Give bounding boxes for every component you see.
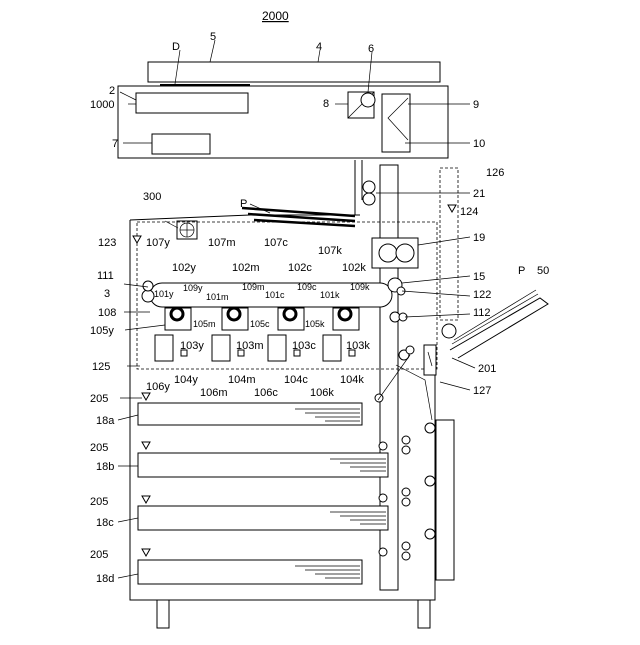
label-106c: 106c <box>254 387 278 399</box>
label-18c: 18c <box>96 517 114 529</box>
marker-124 <box>448 205 456 212</box>
manual-tray-50 <box>450 298 548 358</box>
label-125: 125 <box>92 361 110 373</box>
label-103y: 103y <box>180 340 204 352</box>
label-111: 111 <box>97 270 114 282</box>
label-106m: 106m <box>200 387 228 399</box>
label-103m: 103m <box>236 340 264 352</box>
marker-205a <box>142 393 150 400</box>
foot-left <box>157 600 169 628</box>
label-107k: 107k <box>318 245 342 257</box>
label-18d: 18d <box>96 573 114 585</box>
label-104y: 104y <box>174 374 198 386</box>
label-105c: 105c <box>250 319 270 329</box>
label-101c: 101c <box>265 290 285 300</box>
label-205a: 205 <box>90 393 108 405</box>
label-122: 122 <box>473 289 491 301</box>
label-103c: 103c <box>292 340 316 352</box>
label-21: 21 <box>473 188 485 200</box>
label-p-right: P <box>518 265 525 277</box>
label-106y: 106y <box>146 381 170 393</box>
label-109k: 109k <box>350 282 370 292</box>
label-109m: 109m <box>242 282 265 292</box>
marker-205c <box>142 496 150 503</box>
label-112: 112 <box>473 307 491 319</box>
display-1000 <box>136 93 248 113</box>
tray-18d <box>138 560 362 584</box>
label-105k: 105k <box>305 319 325 329</box>
label-104k: 104k <box>340 374 364 386</box>
label-300: 300 <box>143 191 161 203</box>
label-205d: 205 <box>90 549 108 561</box>
label-105y: 105y <box>90 325 114 337</box>
marker-205b <box>142 442 150 449</box>
dashed-unit-126 <box>440 168 458 320</box>
label-3: 3 <box>104 288 110 300</box>
label-18b: 18b <box>96 461 114 473</box>
label-7: 7 <box>112 138 118 150</box>
label-105m: 105m <box>193 319 216 329</box>
process-unit-k <box>323 308 359 361</box>
label-107y: 107y <box>146 237 170 249</box>
label-4: 4 <box>316 41 322 53</box>
label-15: 15 <box>473 271 485 283</box>
label-19: 19 <box>473 232 485 244</box>
process-unit-m <box>212 308 248 361</box>
label-201: 201 <box>478 363 496 375</box>
label-101y: 101y <box>154 289 174 299</box>
document-cover-4 <box>148 62 440 82</box>
roller-6 <box>361 93 375 107</box>
label-101m: 101m <box>206 292 229 302</box>
label-127: 127 <box>473 385 491 397</box>
label-124: 124 <box>460 206 478 218</box>
marker-205d <box>142 549 150 556</box>
label-205b: 205 <box>90 442 108 454</box>
label-102y: 102y <box>172 262 196 274</box>
foot-right <box>418 600 430 628</box>
vertical-transport <box>436 420 454 580</box>
label-102k: 102k <box>342 262 366 274</box>
label-10: 10 <box>473 138 485 150</box>
label-d: D <box>172 41 180 53</box>
label-1000: 1000 <box>90 99 114 111</box>
label-18a: 18a <box>96 415 115 427</box>
process-unit-y <box>155 308 191 361</box>
label-102c: 102c <box>288 262 312 274</box>
label-5: 5 <box>210 31 216 43</box>
label-123: 123 <box>98 237 116 249</box>
panel-7 <box>152 134 210 154</box>
label-104c: 104c <box>284 374 308 386</box>
label-6: 6 <box>368 43 374 55</box>
figure-number: 2000 <box>262 9 289 23</box>
tray-18a <box>138 403 362 425</box>
label-205c: 205 <box>90 496 108 508</box>
label-109c: 109c <box>297 282 317 292</box>
label-126: 126 <box>486 167 504 179</box>
label-109y: 109y <box>183 283 203 293</box>
label-103k: 103k <box>346 340 370 352</box>
label-2: 2 <box>109 85 115 97</box>
label-107m: 107m <box>208 237 236 249</box>
label-p-top: P <box>240 198 247 210</box>
tray-18c <box>138 506 388 530</box>
label-50: 50 <box>537 265 549 277</box>
label-8: 8 <box>323 98 329 110</box>
marker-123 <box>133 236 141 243</box>
label-106k: 106k <box>310 387 334 399</box>
tray-18b <box>138 453 388 477</box>
process-unit-c <box>268 308 304 361</box>
label-104m: 104m <box>228 374 256 386</box>
label-108: 108 <box>98 307 116 319</box>
label-9: 9 <box>473 99 479 111</box>
label-102m: 102m <box>232 262 260 274</box>
label-101k: 101k <box>320 290 340 300</box>
label-107c: 107c <box>264 237 288 249</box>
